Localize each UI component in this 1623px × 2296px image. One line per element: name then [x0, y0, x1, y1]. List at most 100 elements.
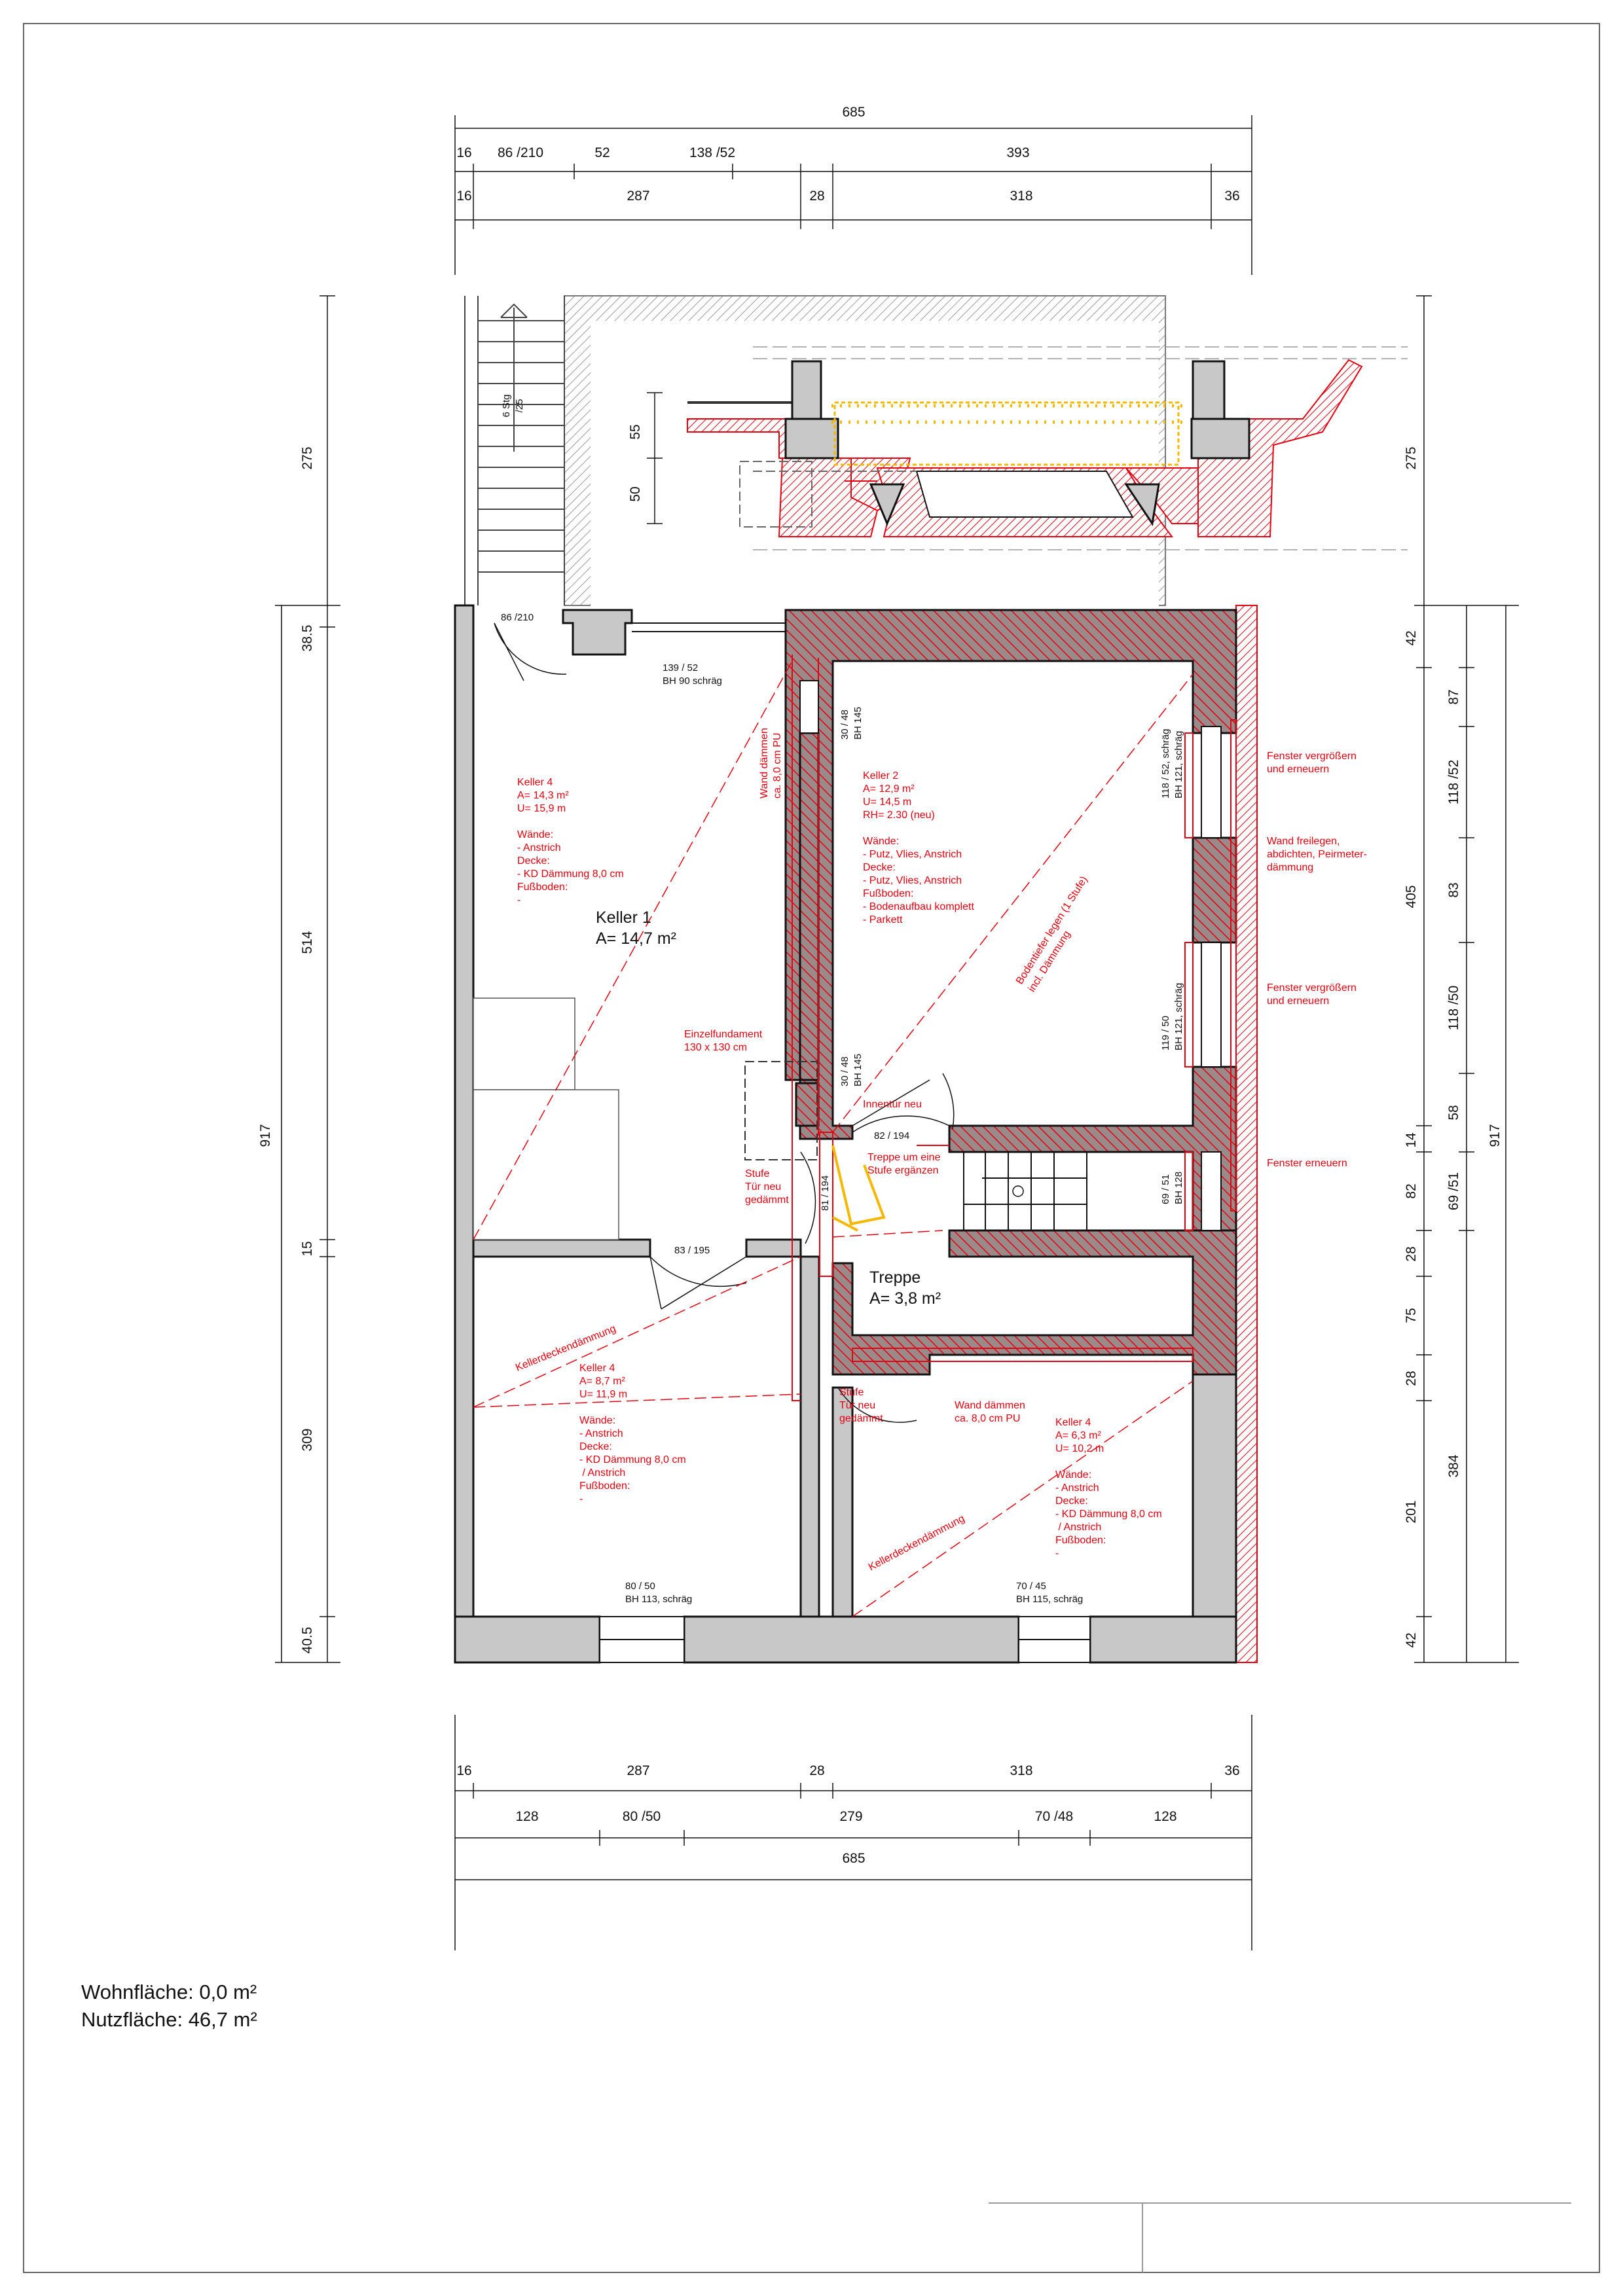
stair-steps-2: /25	[514, 399, 525, 413]
bottom-dimensions	[454, 1715, 1252, 1950]
win-top-label-2: BH 90 schräg	[663, 675, 722, 687]
sheet-frame	[23, 23, 1600, 2273]
note-line: Decke:	[517, 855, 550, 867]
win-bl-2: BH 113, schräg	[625, 1594, 692, 1605]
room-keller1-name: Keller 1	[596, 908, 651, 927]
dim-left-2: 514	[300, 931, 315, 954]
dim-bot-r2-2: 279	[839, 1809, 862, 1824]
dim-right-1: 42	[1404, 630, 1419, 645]
room-keller1-area: A= 14,7 m²	[596, 929, 676, 948]
right-dimensions	[1414, 295, 1519, 1663]
note-line: Decke:	[579, 1441, 612, 1452]
dim-top-r1-2: 52	[594, 145, 610, 160]
dim-top-r2-4: 36	[1224, 188, 1239, 204]
note-wand-daemmen: Wand dämmen ca. 8,0 cm PU	[955, 1400, 1025, 1424]
note-line: - Putz, Vlies, Anstrich	[863, 875, 962, 886]
note-line: - Bodenaufbau komplett	[863, 901, 974, 912]
dim-top-r1-1: 86 /210	[498, 145, 543, 160]
note-line: RH= 2.30 (neu)	[863, 810, 935, 821]
win-k2a-2: BH 145	[852, 707, 864, 740]
dim-top-r2-0: 16	[456, 188, 471, 204]
note-fenster3: Fenster erneuern	[1267, 1158, 1347, 1169]
note-line: Wände:	[863, 836, 899, 847]
dim-top-total: 685	[842, 105, 865, 120]
note-line: U= 11,9 m	[579, 1389, 627, 1400]
note-line: / Anstrich	[579, 1467, 625, 1479]
win-right1-2: BH 121, schräg	[1173, 731, 1184, 798]
door-k2-label: 82 / 194	[874, 1130, 909, 1141]
note-line: Einzelfundament	[684, 1029, 763, 1040]
note-line: gedämmt	[839, 1413, 883, 1424]
note-line	[1055, 1456, 1058, 1467]
win-right3-2: BH 128	[1173, 1172, 1184, 1204]
exterior-wall-insulation	[1235, 605, 1258, 1663]
note-line: Fenster vergrößern	[1267, 982, 1357, 994]
note-line: U= 10,2 m	[1055, 1443, 1104, 1454]
win-br-1: 70 / 45	[1016, 1581, 1046, 1592]
note-line: Bodentiefer legen (1 Stufe)	[1014, 874, 1090, 986]
win-k2b-2: BH 145	[852, 1054, 864, 1086]
dim-left-4: 309	[300, 1428, 315, 1451]
note-wand-frei: Wand freilegen,abdichten, Peirmeter-dämm…	[1267, 836, 1367, 873]
dim-right-7: 28	[1404, 1371, 1419, 1386]
note-line: A= 8,7 m²	[579, 1376, 625, 1387]
dim-bot-r2-4: 128	[1154, 1809, 1176, 1824]
note-bodentiefer: Bodentiefer legen (1 Stufe)incl. Dämmung	[1014, 874, 1102, 994]
note-line: Stufe	[839, 1387, 864, 1398]
note-line: und erneuern	[1267, 996, 1329, 1007]
note-line: Fußboden:	[579, 1480, 630, 1492]
dim-right-6: 75	[1404, 1308, 1419, 1323]
dim-left-1: 38.5	[300, 625, 315, 652]
left-dimensions	[275, 295, 340, 1663]
door-stair-label: 81 / 194	[820, 1175, 831, 1211]
dim-left-0: 275	[300, 446, 315, 469]
windows	[599, 622, 1222, 1663]
dim-bot-r2-0: 128	[515, 1809, 538, 1824]
note-line: abdichten, Peirmeter-	[1267, 849, 1367, 860]
note-line: ca. 8,0 cm PU	[955, 1413, 1020, 1424]
note-line: Keller 4	[1055, 1417, 1091, 1428]
note-line: Fußboden:	[1055, 1535, 1106, 1546]
dim-right-b3: 118 /50	[1446, 986, 1461, 1031]
dim-bot-r2-1: 80 /50	[623, 1809, 661, 1824]
note-line: U= 15,9 m	[517, 803, 566, 814]
note-line: und erneuern	[1267, 764, 1329, 775]
note-line: - Anstrich	[517, 842, 561, 853]
dim-bot-total: 685	[842, 1851, 865, 1866]
dim-top-r1-0: 16	[456, 145, 471, 160]
room-treppe-area: A= 3,8 m²	[869, 1289, 941, 1308]
dim-bot-r1-3: 318	[1010, 1763, 1032, 1778]
note-line: Tür neu	[745, 1181, 781, 1193]
note-line	[517, 816, 520, 827]
note-line: Innentür neu	[863, 1099, 922, 1110]
dim-top-r1-4: 393	[1006, 145, 1029, 160]
dim-top-r2-3: 318	[1010, 188, 1032, 204]
dim-right-10: 42	[1404, 1632, 1419, 1647]
note-line: - Anstrich	[1055, 1482, 1099, 1494]
section-dim-50: 50	[628, 486, 643, 501]
door-k1-label: 83 / 195	[674, 1245, 710, 1256]
dim-bot-r1-1: 287	[627, 1763, 649, 1778]
dim-top-r2-2: 28	[809, 188, 824, 204]
red-diagonals	[473, 660, 1194, 1617]
exterior-stair	[464, 296, 565, 605]
dim-left-5: 40.5	[300, 1627, 315, 1654]
win-top-label-1: 139 / 52	[663, 662, 698, 673]
win-k2b-1: 30 / 48	[839, 1056, 850, 1086]
note-line: 130 x 130 cm	[684, 1042, 747, 1053]
win-right2-1: 119 / 50	[1160, 1016, 1171, 1050]
note-line: Decke:	[1055, 1496, 1088, 1507]
note-line: Wand dämmen	[955, 1400, 1025, 1411]
note-line: Wand freilegen,	[1267, 836, 1340, 847]
note-fundament: Einzelfundament 130 x 130 cm	[684, 1029, 763, 1053]
note-line: A= 6,3 m²	[1055, 1430, 1101, 1441]
dim-bot-r1-0: 16	[456, 1763, 471, 1778]
note-line: Wand dämmen	[759, 728, 770, 798]
note-fenster2: Fenster vergrößern und erneuern	[1267, 982, 1357, 1007]
dim-right-9: 201	[1404, 1500, 1419, 1523]
